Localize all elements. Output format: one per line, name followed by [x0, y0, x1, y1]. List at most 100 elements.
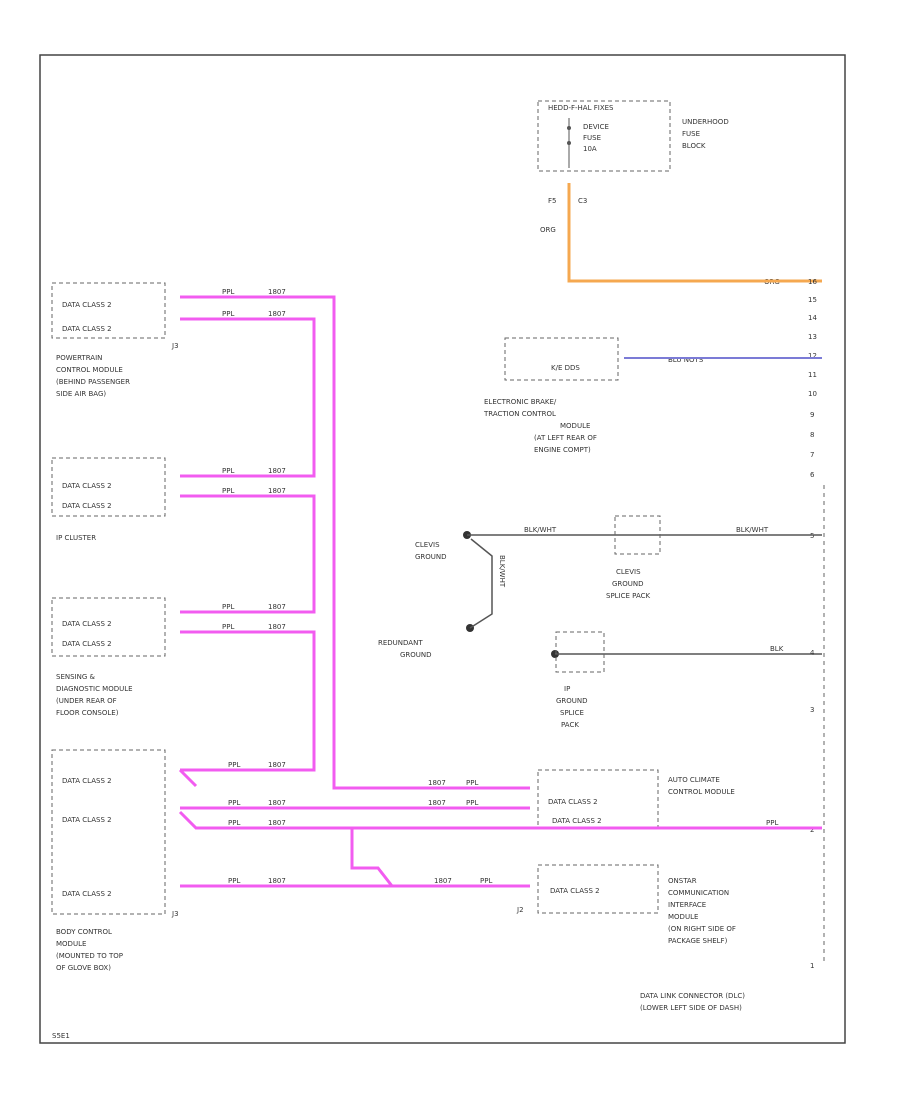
pcm-caption-1: POWERTRAIN [56, 354, 102, 362]
dlc-connector: 16 15 14 13 12 11 10 9 8 7 6 5 4 3 2 1 D… [640, 278, 825, 1012]
dlc-pin-14: 14 [808, 314, 817, 322]
pcm-connector: J3 [171, 342, 179, 350]
ip-splice-1: IP [564, 685, 570, 693]
wire-label: PPL [222, 288, 234, 296]
onstar-caption-4: MODULE [668, 913, 698, 921]
ebcm-caption-2: TRACTION CONTROL [483, 410, 556, 418]
wire-label: 1807 [434, 877, 452, 885]
clevis-splice-3: SPLICE PACK [606, 592, 650, 600]
ip-wire-label: BLK [770, 645, 784, 653]
dlc-pin-7: 7 [810, 451, 814, 459]
acm-caption-2: CONTROL MODULE [668, 788, 735, 796]
pcm-row-2: DATA CLASS 2 [62, 325, 112, 333]
wire-label: PPL [222, 487, 234, 495]
wire-label: PPL [222, 467, 234, 475]
onstar-caption-5: (ON RIGHT SIDE OF [668, 925, 736, 933]
onstar-caption-2: COMMUNICATION [668, 889, 729, 897]
dlc-caption-2: (LOWER LEFT SIDE OF DASH) [640, 1004, 742, 1012]
fuse-header: HEDD-F-HAL FIXES [548, 104, 614, 112]
wire-label: 1807 [268, 487, 286, 495]
fuse-line-1: DEVICE [583, 123, 609, 131]
dlc-pin-1: 1 [810, 962, 814, 970]
pcm-caption-3: (BEHIND PASSENGER [56, 378, 130, 386]
sdm-row-2: DATA CLASS 2 [62, 640, 112, 648]
wire-label: 1807 [268, 603, 286, 611]
sdm-caption-2: DIAGNOSTIC MODULE [56, 685, 133, 693]
wire-labels: PPL 1807 PPL 1807 PPL 1807 PPL 1807 PPL … [222, 288, 778, 885]
wire-label: PPL [228, 877, 240, 885]
dlc-pin-5: 5 [810, 532, 814, 540]
diagram-frame [39, 54, 846, 1044]
dlc-caption-1: DATA LINK CONNECTOR (DLC) [640, 992, 745, 1000]
wire-label: PPL [228, 799, 240, 807]
ebcm-caption-5: ENGINE COMPT) [534, 446, 591, 454]
wire-label: PPL [222, 310, 234, 318]
pcm-row-1: DATA CLASS 2 [62, 301, 112, 309]
data-class-2-wiring [178, 295, 822, 888]
wire-label: PPL [222, 603, 234, 611]
bcm-caption-4: OF GLOVE BOX) [56, 964, 111, 972]
fuse-pin-f5: F5 [548, 197, 556, 205]
pcm-caption-2: CONTROL MODULE [56, 366, 123, 374]
wire-label: PPL [222, 623, 234, 631]
fuse-block-label-3: BLOCK [682, 142, 706, 150]
dlc-pin-15: 15 [808, 296, 817, 304]
ebcm-caption-1: ELECTRONIC BRAKE/ [484, 398, 557, 406]
dlc-pin-11: 11 [808, 371, 817, 379]
sdm-caption-3: (UNDER REAR OF [56, 697, 117, 705]
bcm-caption-2: MODULE [56, 940, 86, 948]
bcm-row-1: DATA CLASS 2 [62, 777, 112, 785]
acm-row-2: DATA CLASS 2 [552, 817, 602, 825]
fuse-wire-color: ORG [540, 226, 556, 234]
bcm-row-2: DATA CLASS 2 [62, 816, 112, 824]
wire-label: 1807 [268, 288, 286, 296]
wire-label: PPL [766, 819, 778, 827]
wire-label: 1807 [428, 779, 446, 787]
fuse-line-3: 10A [583, 145, 597, 153]
acm-module: DATA CLASS 2 DATA CLASS 2 AUTO CLIMATE C… [537, 769, 735, 829]
ip-row-1: DATA CLASS 2 [62, 482, 112, 490]
ebcm-row: K/E DDS [551, 364, 580, 372]
wire-label: PPL [480, 877, 492, 885]
wire-label: 1807 [428, 799, 446, 807]
ebcm-caption-3: MODULE [560, 422, 590, 430]
wire-label: PPL [466, 779, 478, 787]
splice-wire-label: BLK/WHT [736, 526, 769, 534]
onstar-connector: J2 [516, 906, 524, 914]
onstar-row: DATA CLASS 2 [550, 887, 600, 895]
dlc-pin-3: 3 [810, 706, 814, 714]
wire-label: PPL [228, 761, 240, 769]
fuse-block-label-1: UNDERHOOD [682, 118, 729, 126]
clevis-ground-1: CLEVIS [415, 541, 440, 549]
dlc-pin-9: 9 [810, 411, 814, 419]
footer-code: S5E1 [52, 1032, 70, 1040]
fuse-block-label-2: FUSE [682, 130, 700, 138]
acm-caption-1: AUTO CLIMATE [668, 776, 720, 784]
clevis-splice-1: CLEVIS [616, 568, 641, 576]
diag-wire-label: BLK/WHT [498, 555, 506, 588]
onstar-caption-3: INTERFACE [668, 901, 706, 909]
wire-label: PPL [466, 799, 478, 807]
ebcm-module: K/E DDS ELECTRONIC BRAKE/ TRACTION CONTR… [483, 337, 704, 454]
fuse-line-2: FUSE [583, 134, 601, 142]
redundant-ground-1: REDUNDANT [378, 639, 423, 647]
ip-splice-4: PACK [561, 721, 579, 729]
dlc-pin-8: 8 [810, 431, 814, 439]
onstar-caption-6: PACKAGE SHELF) [668, 937, 728, 945]
onstar-module: DATA CLASS 2 J2 ONSTAR COMMUNICATION INT… [516, 864, 736, 945]
clevis-ground-2: GROUND [415, 553, 447, 561]
dlc-pin-16: 16 [808, 278, 817, 286]
bcm-connector: J3 [171, 910, 179, 918]
wire-label: PPL [228, 819, 240, 827]
clevis-wire-label: BLK/WHT [524, 526, 557, 534]
dlc-pin-6: 6 [810, 471, 815, 479]
ip-cluster-module: DATA CLASS 2 DATA CLASS 2 IP CLUSTER [51, 457, 166, 542]
bcm-caption-1: BODY CONTROL [56, 928, 112, 936]
orange-power-wire [567, 183, 822, 283]
ip-caption-1: IP CLUSTER [56, 534, 96, 542]
dlc-pin-13: 13 [808, 333, 817, 341]
dlc-pin-2: 2 [810, 826, 814, 834]
wire-label: 1807 [268, 310, 286, 318]
redundant-ground-2: GROUND [400, 651, 432, 659]
